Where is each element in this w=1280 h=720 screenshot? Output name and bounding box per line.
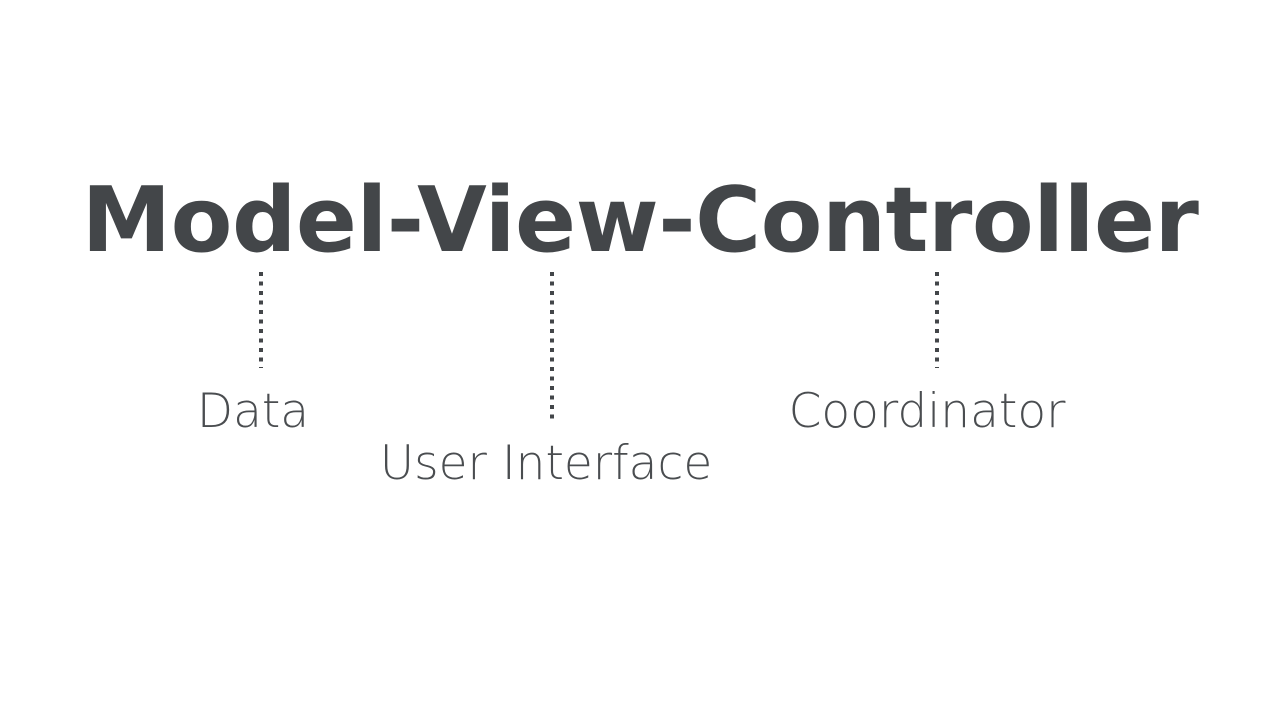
page-title: Model-View-Controller	[81, 168, 1199, 273]
annotation-label-coordinator: Coordinator	[788, 384, 1066, 439]
connector-dotted-line-model	[259, 272, 263, 368]
annotation-label-data: Data	[196, 384, 310, 439]
connector-dotted-line-view	[550, 272, 554, 420]
connector-dotted-line-controller	[935, 272, 939, 368]
annotation-label-user-interface: User Interface	[379, 436, 713, 491]
